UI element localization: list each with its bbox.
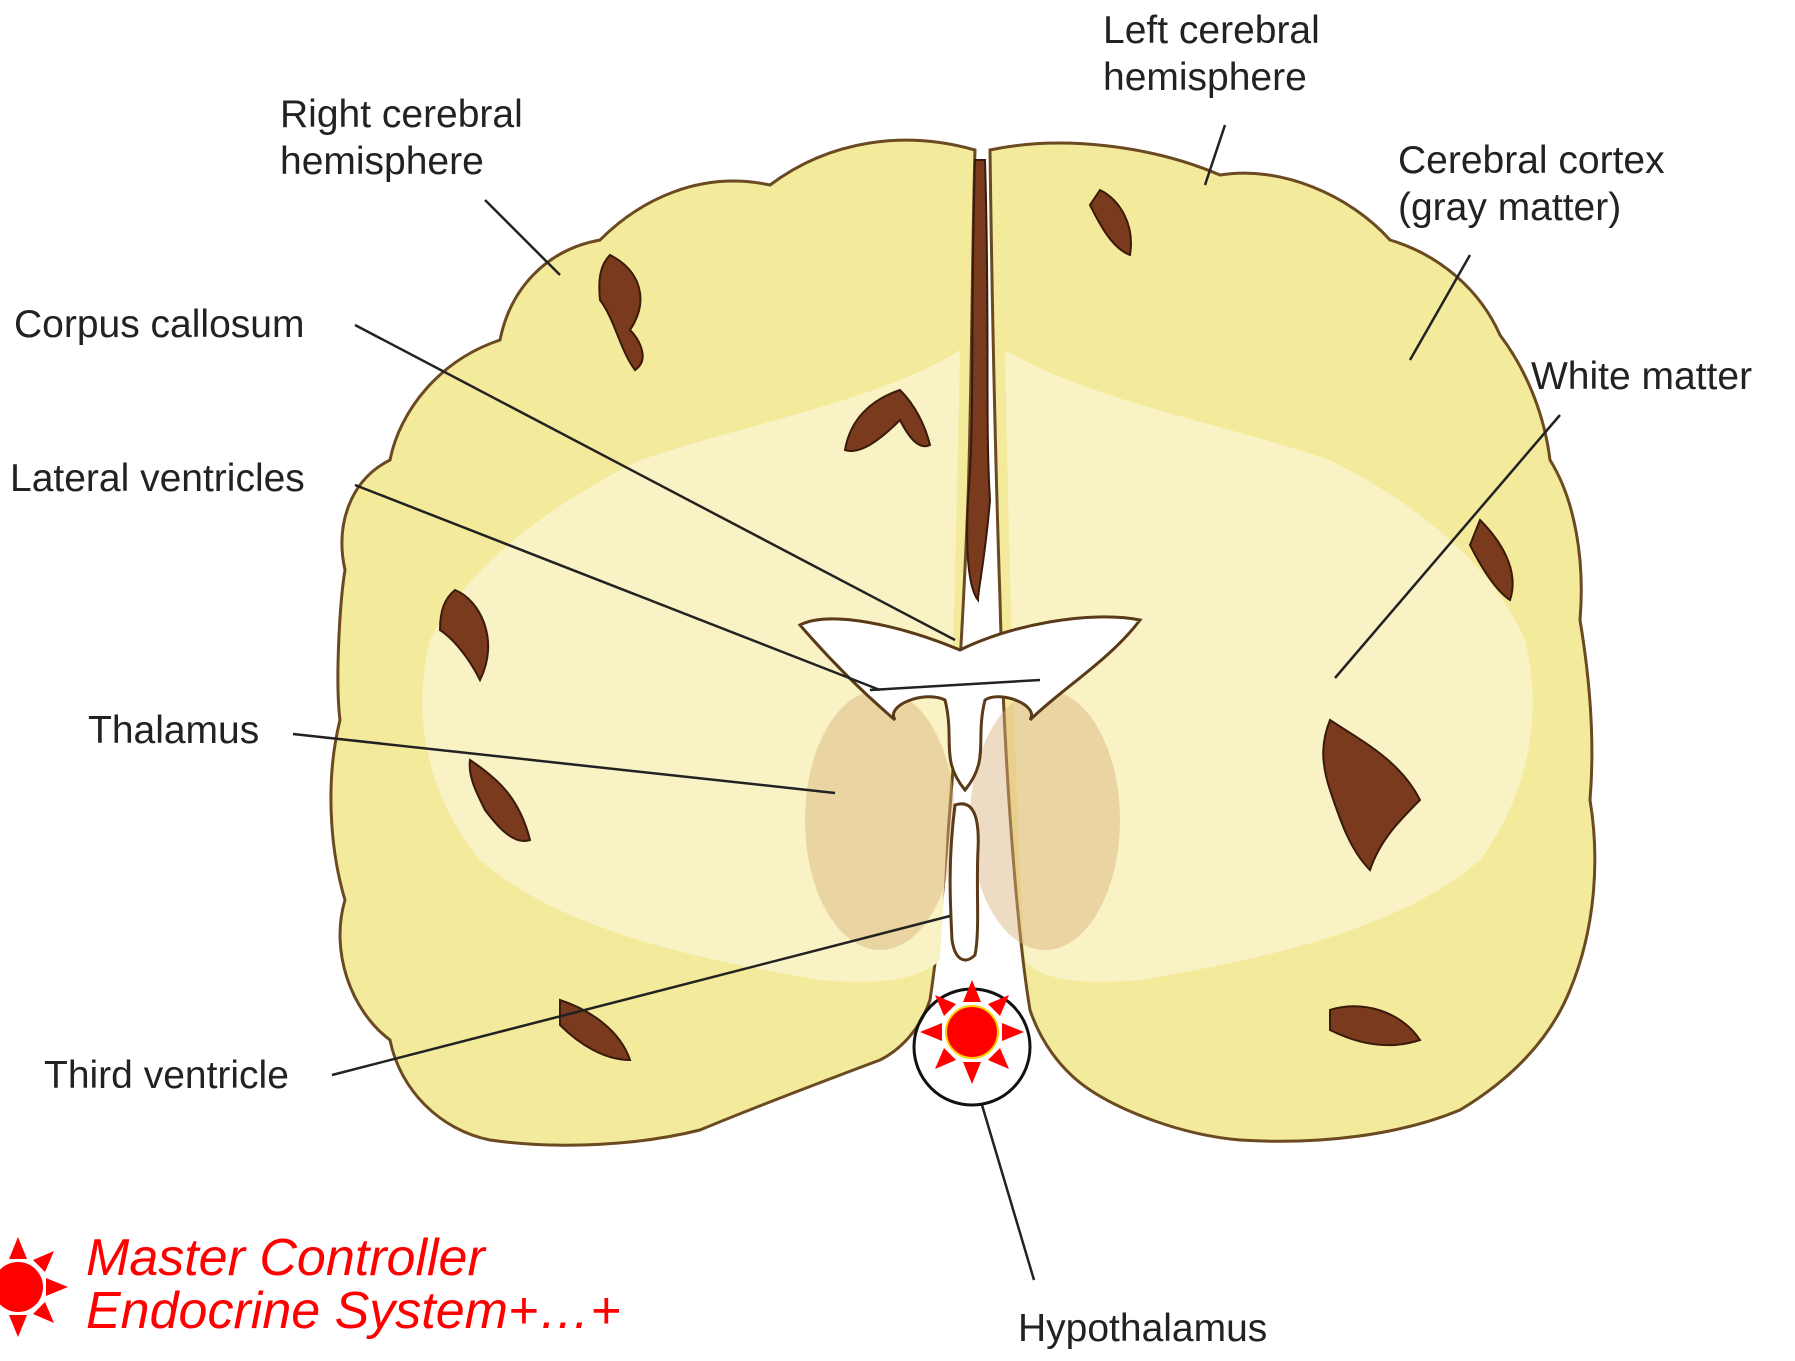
note-red-sun-icon [0, 1237, 68, 1337]
label-white-matter: White matter [1531, 354, 1752, 401]
brain-section [331, 140, 1595, 1145]
red-sun-icon [920, 980, 1024, 1084]
label-lateral-ventricles: Lateral ventricles [10, 456, 305, 503]
label-cerebral-cortex-line2: (gray matter) [1398, 185, 1665, 232]
thalamus-left [970, 690, 1120, 950]
label-cerebral-cortex-line1: Cerebral cortex [1398, 138, 1665, 185]
label-right-hemisphere-line1: Right cerebral [280, 92, 523, 139]
label-cerebral-cortex: Cerebral cortex (gray matter) [1398, 138, 1665, 232]
label-left-hemisphere-line1: Left cerebral [1103, 8, 1320, 55]
label-third-ventricle: Third ventricle [44, 1053, 289, 1100]
master-controller-note: Master Controller Endocrine System+…+ [86, 1232, 621, 1338]
thalamus-right [805, 690, 955, 950]
note-line1: Master Controller [86, 1232, 621, 1285]
third-ventricle [950, 804, 978, 960]
label-thalamus: Thalamus [88, 708, 259, 755]
label-right-cerebral-hemisphere: Right cerebral hemisphere [280, 92, 523, 186]
label-corpus-callosum: Corpus callosum [14, 302, 304, 349]
label-left-cerebral-hemisphere: Left cerebral hemisphere [1103, 8, 1320, 102]
label-hypothalamus: Hypothalamus [1018, 1306, 1267, 1353]
leader-hypothalamus [982, 1105, 1034, 1280]
note-line2: Endocrine System+…+ [86, 1285, 621, 1338]
label-right-hemisphere-line2: hemisphere [280, 139, 523, 186]
leader-right-hemisphere [485, 200, 560, 275]
label-left-hemisphere-line2: hemisphere [1103, 55, 1320, 102]
